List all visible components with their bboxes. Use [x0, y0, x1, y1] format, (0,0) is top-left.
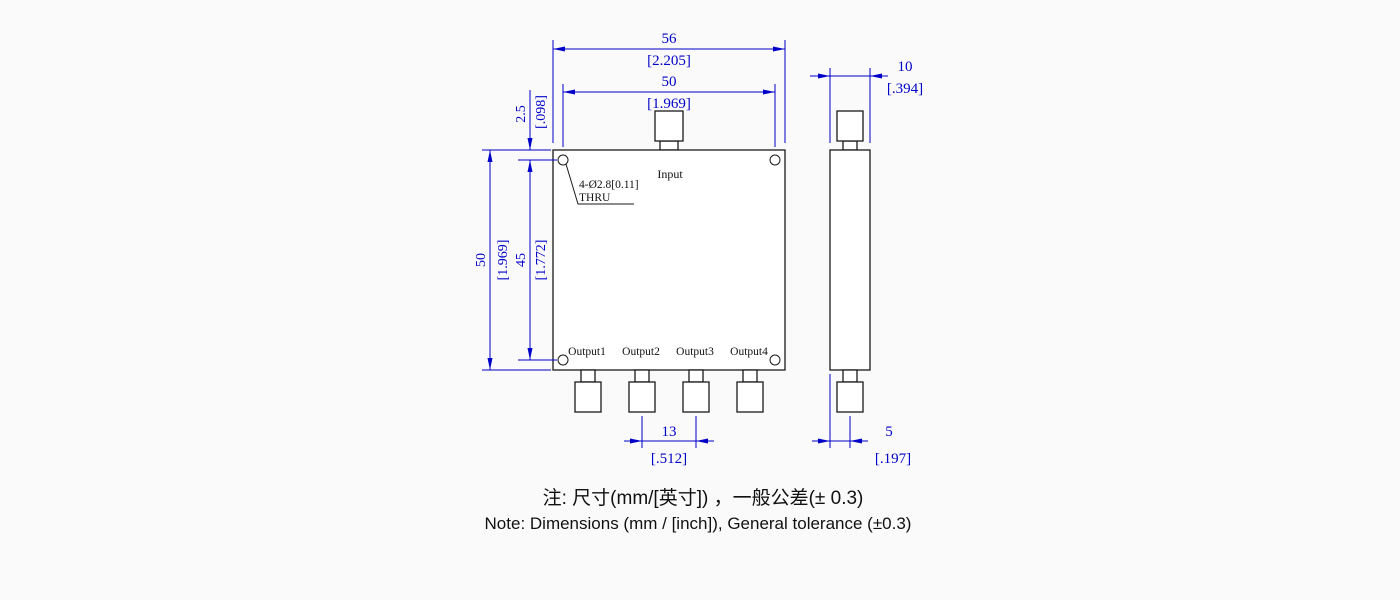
dim-body-depth-inch: [.394] [887, 81, 923, 97]
mounting-hole-bottom-right [769, 354, 781, 366]
dim-overall-width: 56 [2.205] [552, 31, 786, 143]
dim-overall-height: 50 [1.969] [474, 149, 551, 371]
dim-output-pitch-inch: [.512] [651, 451, 687, 467]
dim-overall-height-mm: 50 [474, 253, 489, 267]
side-view [829, 110, 871, 413]
output4-label: Output4 [730, 346, 768, 358]
note-line-english: Note: Dimensions (mm / [inch]), General … [485, 514, 912, 533]
dim-hole-pitch-h-inch: [1.969] [647, 96, 691, 112]
input-label: Input [657, 167, 683, 181]
dim-overall-width-mm: 56 [662, 31, 678, 47]
dim-hole-pitch-v-inch: [1.772] [534, 240, 549, 281]
mounting-hole-bottom-left [557, 354, 569, 366]
dim-edge-offset-mm: 2.5 [514, 105, 529, 123]
mounting-hole-top-left [557, 154, 569, 166]
side-view-bottom-connector [836, 369, 864, 413]
output-connector-3 [682, 369, 710, 413]
side-view-top-connector [836, 110, 864, 151]
dim-side-offset-mm: 5 [885, 424, 893, 440]
side-view-body [829, 149, 871, 371]
dim-output-pitch: 13 [.512] [624, 416, 714, 467]
dim-hole-pitch-vertical: 45 [1.772] [514, 160, 557, 361]
dim-hole-pitch-h-mm: 50 [662, 74, 677, 90]
dim-overall-height-inch: [1.969] [496, 240, 511, 281]
mounting-hole-top-right [769, 154, 781, 166]
front-view: Input Output1 Output2 Output3 Output4 4-… [552, 110, 786, 413]
notes-block: 注: 尺寸(mm/[英寸]) ，一般公差(± 0.3) Note: Dimens… [485, 487, 912, 533]
note-line-chinese: 注: 尺寸(mm/[英寸]) ，一般公差(± 0.3) [543, 487, 864, 509]
hole-callout-thru-text: THRU [579, 192, 611, 204]
output-connector-2 [628, 369, 656, 413]
dim-hole-edge-offset: 2.5 [.098] [514, 90, 557, 161]
output3-label: Output3 [676, 346, 714, 358]
hole-callout: 4-Ø2.8[0.11] THRU [565, 163, 639, 205]
output-connector-1 [574, 369, 602, 413]
dim-body-depth: 10 [.394] [810, 59, 923, 143]
output2-label: Output2 [622, 346, 660, 358]
front-view-body [552, 149, 786, 371]
dim-side-offset: 5 [.197] [812, 374, 911, 467]
hole-callout-text: 4-Ø2.8[0.11] [579, 179, 639, 191]
output-connector-4 [736, 369, 764, 413]
dim-hole-pitch-v-mm: 45 [514, 253, 529, 267]
hole-callout-leader-line [565, 163, 634, 205]
input-connector [654, 110, 684, 151]
dim-output-pitch-mm: 13 [662, 424, 677, 440]
dim-edge-offset-inch: [.098] [534, 95, 549, 129]
dim-side-offset-inch: [.197] [875, 451, 911, 467]
dim-body-depth-mm: 10 [898, 59, 913, 75]
output1-label: Output1 [568, 346, 606, 358]
dim-overall-width-inch: [2.205] [647, 53, 691, 69]
dim-hole-pitch-horizontal: 50 [1.969] [562, 74, 776, 147]
